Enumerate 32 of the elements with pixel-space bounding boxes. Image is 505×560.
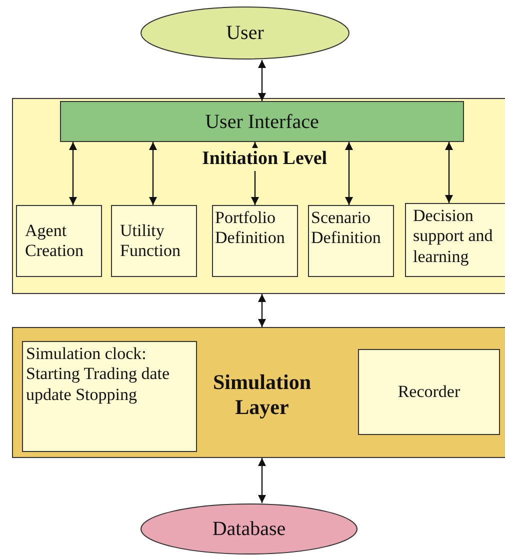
node-label: User (225, 21, 265, 45)
arrow (258, 294, 266, 327)
process-box (22, 341, 197, 452)
layer-panel (12, 98, 505, 294)
process-box (358, 349, 500, 435)
node-label: Simulation clock: Starting Trading date update Stopping (25, 343, 171, 406)
node-label: Database (211, 517, 287, 541)
process-box (308, 205, 394, 277)
arrow (345, 142, 353, 205)
node-label: Agent Creation (24, 220, 85, 262)
arrow (251, 142, 259, 205)
layer-panel (12, 327, 505, 458)
node-label: Recorder (396, 382, 462, 402)
arrow (69, 142, 77, 205)
node-label: Portfolio Definition (214, 207, 286, 249)
node-label: Scenario Definition (310, 207, 382, 249)
node-label: Decision support and learning (412, 205, 494, 268)
process-box (60, 101, 464, 142)
process-box (111, 205, 197, 277)
process-box (212, 205, 298, 277)
arrow (149, 142, 157, 205)
terminal-ellipse (140, 6, 350, 60)
process-box (405, 203, 505, 277)
layer-title: Initiation Level (200, 148, 330, 171)
process-box (16, 205, 102, 277)
arrow (258, 60, 266, 101)
node-label: User Interface (204, 110, 320, 134)
layer-title: Simulation Layer (212, 370, 312, 420)
terminal-ellipse (140, 503, 358, 555)
arrow (445, 142, 453, 203)
node-label: Utility Function (119, 220, 182, 262)
arrow (258, 458, 266, 503)
